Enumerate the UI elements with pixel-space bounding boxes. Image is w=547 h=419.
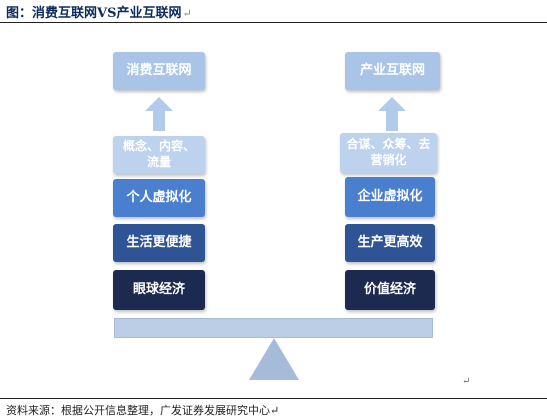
industrial-internet-box: 产业互联网 — [345, 52, 440, 90]
industrial-level-2-box: 生产更高效 — [345, 224, 435, 262]
consumer-level-3-box: 眼球经济 — [113, 270, 205, 310]
up-arrow-icon — [145, 97, 173, 131]
top-divider — [0, 22, 547, 23]
consumer-level-1-box: 个人虚拟化 — [113, 179, 205, 217]
industrial-level-1-box: 企业虚拟化 — [345, 177, 435, 217]
consumer-internet-label: 消费互联网 — [126, 62, 192, 78]
consumer-level-1-label: 个人虚拟化 — [126, 189, 192, 205]
paragraph-mark-icon: ↵ — [182, 7, 192, 20]
bottom-divider — [0, 398, 547, 399]
industrial-internet-label: 产业互联网 — [359, 62, 425, 78]
paragraph-mark-icon: ↵ — [462, 376, 471, 387]
consumer-level-2-box: 生活更便捷 — [113, 224, 205, 262]
consumer-internet-box: 消费互联网 — [113, 52, 205, 90]
consumer-level-3-label: 眼球经济 — [132, 281, 185, 297]
industrial-level-2-label: 生产更高效 — [357, 234, 423, 250]
fulcrum-triangle-icon — [249, 338, 299, 380]
industrial-level-3-box: 价值经济 — [345, 270, 435, 310]
industrial-concept-label: 合谋、众筹、去营销化 — [346, 137, 431, 167]
industrial-concept-box: 合谋、众筹、去营销化 — [340, 133, 437, 173]
industrial-level-1-label: 企业虚拟化 — [357, 188, 423, 204]
industrial-level-3-label: 价值经济 — [363, 281, 416, 297]
source-note: 资料来源：根据公开信息整理，广发证券发展研究中心↵ — [6, 404, 280, 417]
consumer-concept-label: 概念、内容、流量 — [122, 139, 195, 169]
balance-plank — [114, 318, 433, 338]
figure-title-text: 图：消费互联网VS产业互联网 — [6, 6, 182, 21]
up-arrow-icon — [378, 97, 406, 131]
consumer-concept-box: 概念、内容、流量 — [113, 136, 205, 174]
consumer-level-2-label: 生活更便捷 — [126, 234, 192, 250]
figure-title: 图：消费互联网VS产业互联网↵ — [6, 2, 192, 21]
